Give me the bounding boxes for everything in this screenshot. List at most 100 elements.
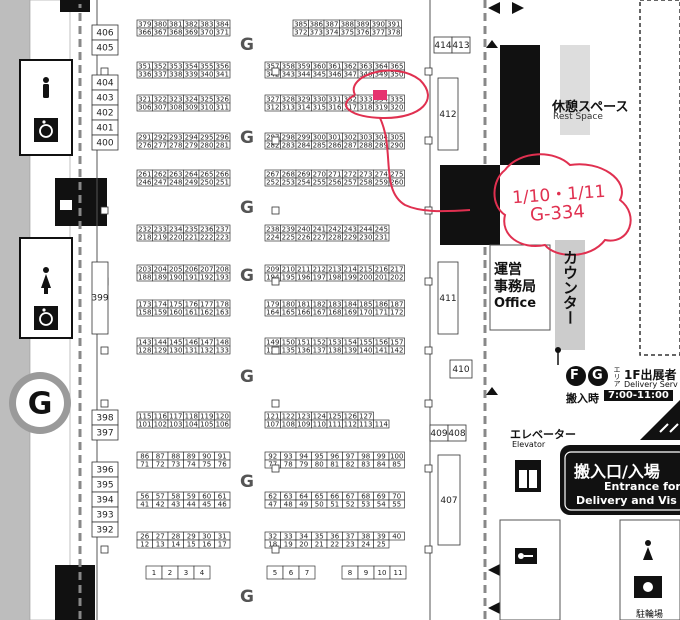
booth-number: 126 <box>344 413 358 421</box>
booth-number: 230 <box>359 234 372 242</box>
booth-number: 141 <box>375 347 388 355</box>
booth-number: 203 <box>138 266 151 274</box>
elevator-icon <box>515 460 541 492</box>
booth-number: 345 <box>313 71 326 79</box>
booth-cell: 310 <box>198 102 215 112</box>
booth-number: 319 <box>375 104 388 112</box>
booth-cell: 305 <box>388 132 405 142</box>
booth-cell: 25 <box>373 539 390 549</box>
booth-cell: 303 <box>357 132 374 142</box>
booth-number: 16 <box>202 541 211 549</box>
booth-number: 313 <box>282 104 295 112</box>
booth-cell: 267 <box>264 169 281 179</box>
booth-number: 73 <box>171 461 180 469</box>
booth-cell: 189 <box>152 272 169 282</box>
booth-cell: 382 <box>183 19 200 29</box>
booth-number: 100 <box>390 453 403 461</box>
booth-number: 11 <box>394 569 403 577</box>
booth-cell: 241 <box>311 224 328 234</box>
booth-cell: 79 <box>295 459 312 469</box>
booth-number: 324 <box>185 96 199 104</box>
wall-booth <box>91 521 119 538</box>
booth-cell: 120 <box>214 411 231 421</box>
booth-number: 385 <box>294 21 307 29</box>
booth-cell: 9 <box>357 565 375 580</box>
booth-number: 359 <box>297 63 310 71</box>
booth-cell: 45 <box>198 499 215 509</box>
booth-number: 83 <box>361 461 370 469</box>
booth-number: 291 <box>138 134 151 142</box>
pillar-marker <box>271 464 280 473</box>
booth-number: 228 <box>328 234 341 242</box>
pillar-marker <box>100 545 109 554</box>
booth-number: 10 <box>378 569 387 577</box>
booth-cell: 94 <box>295 451 312 461</box>
booth-number: 263 <box>169 171 182 179</box>
booth-number: 322 <box>154 96 167 104</box>
booth-cell: 270 <box>311 169 328 179</box>
booth-number: 109 <box>297 421 310 429</box>
booth-cell: 140 <box>357 345 374 355</box>
booth-number: 401 <box>96 124 113 134</box>
booth-cell: 351 <box>136 61 153 71</box>
booth-number: 215 <box>359 266 372 274</box>
area-badge-icons <box>566 366 608 386</box>
booth-number: 153 <box>328 339 341 347</box>
booth-cell: 97 <box>342 451 359 461</box>
booth-number: 325 <box>200 96 213 104</box>
booth-cell: 243 <box>342 224 359 234</box>
booth-cell: 123 <box>295 411 312 421</box>
booth-number: 157 <box>390 339 403 347</box>
booth-number: 28 <box>171 533 180 541</box>
booth-cell: 179 <box>264 299 281 309</box>
booth-number: 88 <box>171 453 180 461</box>
booth-cell: 174 <box>152 299 169 309</box>
booth-number: 117 <box>169 413 182 421</box>
booth-cell: 132 <box>198 345 215 355</box>
booth-number: 12 <box>140 541 149 549</box>
rest-area-hatch <box>560 45 590 135</box>
booth-cell: 34 <box>295 531 312 541</box>
booth-cell: 143 <box>136 337 153 347</box>
booth-cell: 116 <box>152 411 169 421</box>
booth-cell: 185 <box>357 299 374 309</box>
booth-number: 147 <box>200 339 213 347</box>
booth-number: 258 <box>359 179 372 187</box>
booth-number: 368 <box>169 29 182 37</box>
booth-number: 265 <box>200 171 213 179</box>
booth-number: 75 <box>202 461 211 469</box>
pillar-marker <box>424 67 433 76</box>
booth-cell: 20 <box>295 539 312 549</box>
booth-number: 414 <box>434 41 451 51</box>
booth-number: 33 <box>284 533 293 541</box>
booth-number: 317 <box>344 104 357 112</box>
booth-number: 49 <box>299 501 308 509</box>
pillar <box>440 165 500 245</box>
booth-cell: 217 <box>388 264 405 274</box>
booth-number: 43 <box>171 501 180 509</box>
booth-cell: 324 <box>183 94 200 104</box>
booth-number: 248 <box>169 179 182 187</box>
booth-cell: 54 <box>373 499 390 509</box>
booth-cell: 89 <box>183 451 200 461</box>
booth-number: 296 <box>216 134 230 142</box>
booth-number: 31 <box>218 533 227 541</box>
booth-cell: 318 <box>357 102 374 112</box>
booth-number: 80 <box>315 461 324 469</box>
booth-number: 68 <box>361 493 370 501</box>
booth-number: 280 <box>200 142 213 150</box>
booth-number: 54 <box>377 501 386 509</box>
booth-cell: 125 <box>326 411 343 421</box>
booth-number: 111 <box>328 421 341 429</box>
booth-cell: 55 <box>388 499 405 509</box>
booth-cell: 42 <box>152 499 169 509</box>
booth-number: 140 <box>359 347 372 355</box>
booth-number: 260 <box>390 179 403 187</box>
booth-number: 9 <box>364 569 368 577</box>
booth-cell: 352 <box>152 61 169 71</box>
booth-number: 349 <box>375 71 388 79</box>
booth-cell: 379 <box>136 19 153 29</box>
booth-number: 305 <box>390 134 403 142</box>
booth-number: 44 <box>187 501 196 509</box>
